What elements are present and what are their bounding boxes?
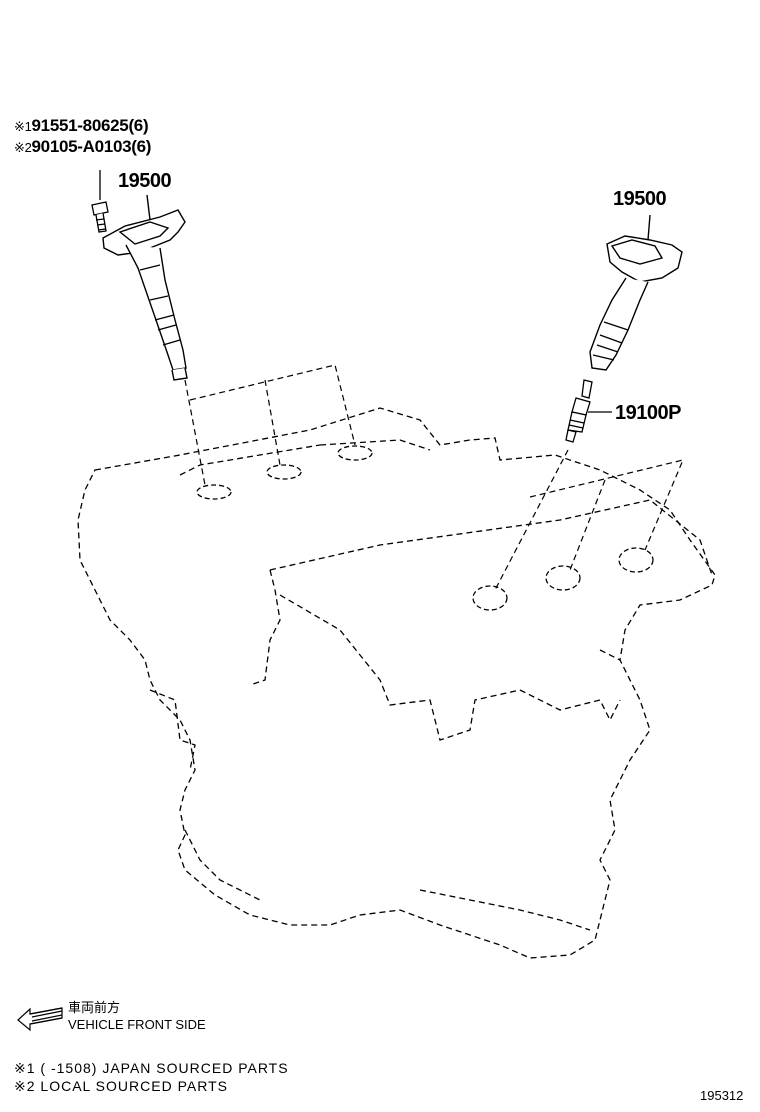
leader-lines: [184, 364, 685, 591]
reference-1-part: 91551-80625(6): [31, 116, 149, 135]
ignition-coil-left: [102, 194, 188, 381]
footnote-2: ※2 LOCAL SOURCED PARTS: [14, 1078, 228, 1094]
reference-1: ※191551-80625(6): [14, 116, 149, 136]
direction-label-en: VEHICLE FRONT SIDE: [68, 1017, 206, 1032]
hole-left-2: [266, 464, 302, 480]
direction-label-jp: 車両前方: [68, 1000, 121, 1015]
callout-spark-plug: 19100P: [615, 402, 681, 424]
callout-coil-right: 19500: [613, 188, 667, 210]
callout-coil-left: 19500: [118, 170, 172, 192]
hole-right-1: [472, 585, 508, 611]
reference-2-mark: ※2: [14, 140, 32, 155]
spark-plug: [565, 379, 612, 443]
plug-holes: [196, 445, 654, 611]
footnote-1: ※1 ( -1508) JAPAN SOURCED PARTS: [14, 1060, 289, 1076]
arrow-left-icon: [17, 1007, 63, 1032]
reference-2-part: 90105-A0103(6): [31, 137, 152, 156]
hole-left-3: [337, 445, 373, 461]
reference-2: ※290105-A0103(6): [14, 137, 151, 157]
hole-right-2: [545, 565, 581, 591]
hole-left-1: [196, 484, 232, 500]
bolt: [91, 170, 109, 233]
figure-id: 195312: [700, 1088, 744, 1103]
reference-1-mark: ※1: [14, 119, 32, 134]
engine-outline: [77, 407, 716, 959]
ignition-coil-right: [589, 214, 683, 371]
hole-right-3: [618, 547, 654, 573]
